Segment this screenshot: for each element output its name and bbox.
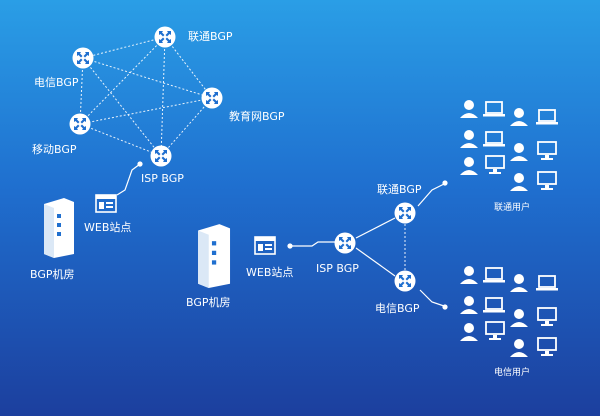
link-web-isp-right <box>290 241 336 247</box>
link-unicom-telecom <box>82 36 166 59</box>
router-icon <box>150 145 172 167</box>
user-icon <box>510 309 528 327</box>
user-icon <box>510 108 528 126</box>
laptop-icon <box>536 109 558 125</box>
laptop-icon <box>483 131 505 147</box>
label-web-site-left: WEB站点 <box>84 221 132 234</box>
user-icon <box>460 157 478 175</box>
link-isp-web-left <box>116 163 141 196</box>
user-icon <box>460 100 478 118</box>
browser-window-icon <box>254 236 276 255</box>
link-unicom-users <box>417 183 445 207</box>
label-bgp-room-left: BGP机房 <box>30 268 75 281</box>
link-telecom-mobile <box>79 57 84 125</box>
laptop-icon <box>536 275 558 291</box>
user-icon <box>510 173 528 191</box>
link-mobile-isp <box>79 123 162 157</box>
user-icon <box>510 274 528 292</box>
link-unicom-isp <box>160 36 166 157</box>
monitor-icon <box>537 307 557 326</box>
unicom-users-group <box>460 100 558 191</box>
link-unicom-mobile <box>79 36 166 125</box>
router-icon <box>201 87 223 109</box>
link-edu-mobile <box>79 97 213 125</box>
link-telecom-users <box>419 289 445 307</box>
link-telecom-isp <box>82 57 162 157</box>
link-isp-unicom <box>355 217 396 239</box>
user-icon <box>510 143 528 161</box>
link-unicom-edu <box>164 36 213 99</box>
server-icon <box>198 224 231 288</box>
user-icon <box>510 339 528 357</box>
user-icon <box>460 266 478 284</box>
label-isp-bgp-right: ISP BGP <box>316 262 359 275</box>
link-telecom-edu <box>82 57 213 99</box>
label-web-site-right: WEB站点 <box>246 266 294 279</box>
user-icon <box>460 130 478 148</box>
router-icon <box>154 26 176 48</box>
telecom-users-group <box>460 266 558 357</box>
label-unicom-bgp-right: 联通BGP <box>377 183 422 196</box>
monitor-icon <box>537 337 557 356</box>
label-bgp-room-right: BGP机房 <box>186 296 231 309</box>
router-icon <box>69 113 91 135</box>
link-edu-isp <box>160 97 213 157</box>
user-icon <box>460 323 478 341</box>
server-icon <box>44 198 74 258</box>
router-icon <box>334 232 356 254</box>
label-unicom-users: 联通用户 <box>494 203 531 213</box>
monitor-icon <box>485 155 505 174</box>
monitor-icon <box>485 321 505 340</box>
browser-window-icon <box>95 194 117 213</box>
user-icon <box>460 296 478 314</box>
router-icon <box>394 270 416 292</box>
link-isp-telecom <box>355 247 396 277</box>
monitor-icon <box>537 141 557 160</box>
laptop-icon <box>483 267 505 283</box>
label-edu-bgp: 教育网BGP <box>229 110 285 123</box>
laptop-icon <box>483 101 505 117</box>
label-telecom-bgp-right: 电信BGP <box>375 302 420 315</box>
label-telecom-bgp: 电信BGP <box>34 76 79 89</box>
laptop-icon <box>483 297 505 313</box>
label-unicom-bgp: 联通BGP <box>188 30 233 43</box>
monitor-icon <box>537 171 557 190</box>
label-mobile-bgp: 移动BGP <box>32 143 77 156</box>
label-isp-bgp-left: ISP BGP <box>141 172 184 185</box>
label-telecom-users: 电信用户 <box>494 368 531 378</box>
router-icon <box>394 202 416 224</box>
router-icon <box>72 47 94 69</box>
